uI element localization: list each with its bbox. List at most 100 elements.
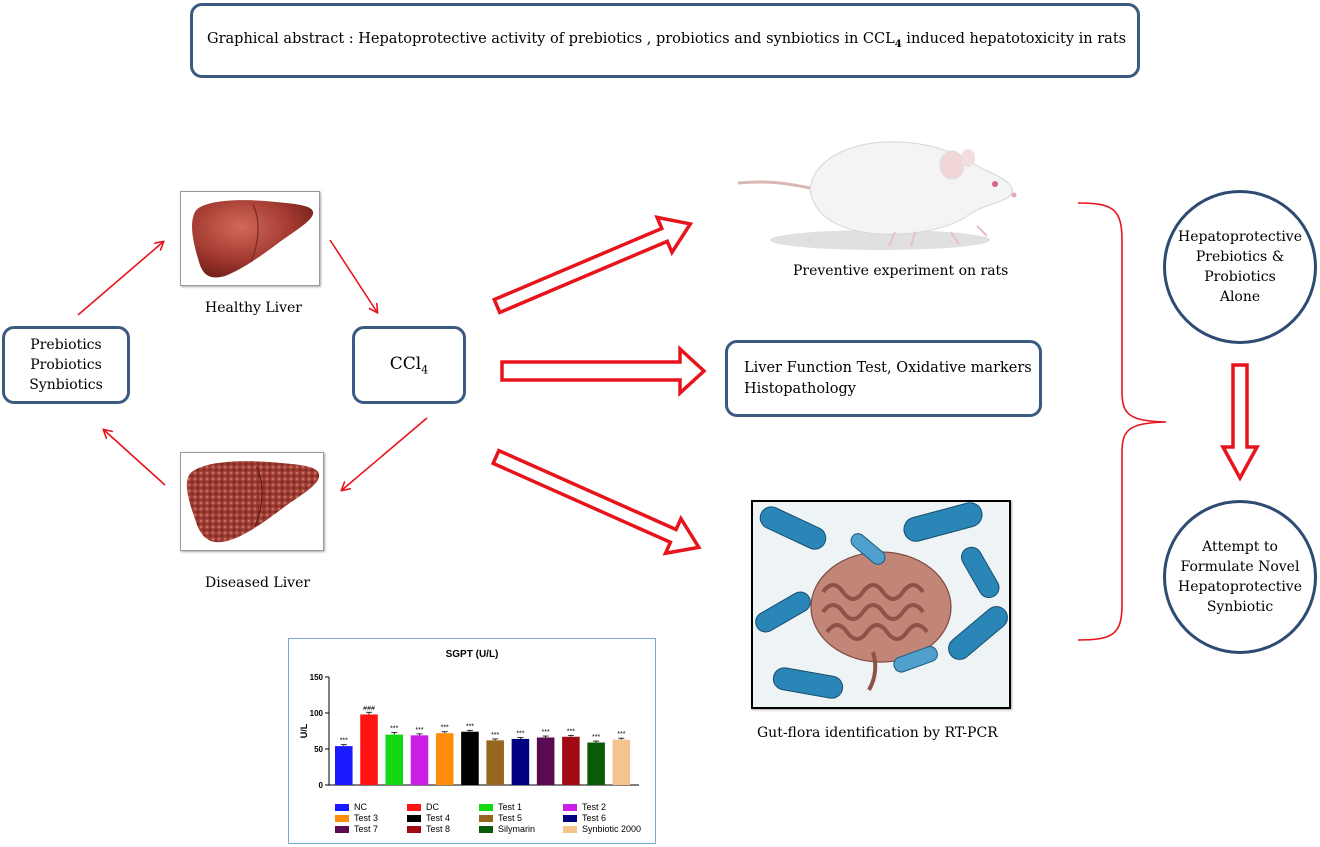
legend-label: Test 5 [498,813,523,823]
circle-hepatoprotective-alone: Hepatoprotective Prebiotics & Probiotics… [1163,190,1317,344]
legend-label: DC [426,802,439,812]
arrow-to-treatments [104,430,166,486]
healthy-liver-image [180,191,320,286]
legend-swatch [563,814,577,822]
ccl4-text: CCl4 [389,353,429,377]
legend-label: Synbiotic 2000 [582,824,642,834]
bar-test-1 [385,734,404,785]
circle-top-line-2: Prebiotics & [1195,249,1285,265]
y-axis-label: U/L [299,723,309,738]
circle-bottom-line-4: Synbiotic [1206,599,1274,615]
significance-label: *** [415,727,423,734]
preventive-label: Preventive experiment on rats [793,263,1009,279]
arrow-to-ccl4 [329,239,377,312]
lft-line-1: Liver Function Test, Oxidative markers [744,359,1032,376]
y-tick-label: 100 [310,709,324,718]
treatment-synbiotics: Synbiotics [29,377,103,393]
legend-swatch [407,803,421,811]
significance-label: ### [363,705,375,712]
healthy-liver-icon [192,200,314,278]
treatment-prebiotics: Prebiotics [30,337,102,353]
legend-item: Test 7 [335,824,378,834]
legend-item: Silymarin [479,824,535,834]
significance-label: *** [617,731,625,738]
circle-top-line-3: Probiotics [1204,269,1276,285]
legend-swatch [407,825,421,833]
legend-label: Test 4 [426,813,451,823]
legend-item: DC [407,802,439,812]
circle-bottom-line-2: Formulate Novel [1180,559,1300,575]
significance-label: *** [592,734,600,741]
arrow-to-diseased-liver [342,417,428,490]
treatments-box: Prebiotics Probiotics Synbiotics [2,326,130,404]
arrow-to-healthy-liver [77,242,163,316]
bar-test-3 [435,733,454,785]
legend-label: NC [354,802,367,812]
circle-top-line-1: Hepatoprotective [1178,229,1302,245]
ccl4-box: CCl4 [352,326,466,404]
legend-label: Silymarin [498,824,536,834]
healthy-liver-label: Healthy Liver [205,300,302,316]
legend-label: Test 2 [582,802,607,812]
significance-label: *** [466,723,474,730]
title-text: Graphical abstract : Hepatoprotective ac… [207,31,1127,50]
lft-line-2: Histopathology [744,380,856,397]
legend-swatch [563,803,577,811]
circle-novel-synbiotic: Attempt to Formulate Novel Hepatoprotect… [1163,500,1317,654]
legend-swatch [335,825,349,833]
block-arrow-preventive [491,215,694,315]
title-box: Graphical abstract : Hepatoprotective ac… [190,3,1140,78]
bar-nc [335,746,353,785]
legend-swatch [335,814,349,822]
legend-item: Test 8 [407,824,450,834]
curly-brace [1077,202,1167,641]
legend-label: Test 3 [354,813,379,823]
block-arrow-gut [490,448,702,556]
bar-dc [360,714,378,785]
significance-label: *** [542,729,550,736]
circle-bottom-line-3: Hepatoprotective [1178,579,1302,595]
bar-silymarin [587,742,605,785]
lft-box: Liver Function Test, Oxidative markers H… [725,340,1042,417]
y-tick-label: 0 [319,781,324,790]
circle-top-line-4: Alone [1219,289,1261,305]
bar-test-4 [461,731,479,785]
block-arrow-lft [500,345,707,397]
treatment-probiotics: Probiotics [30,357,102,373]
legend-swatch [479,803,493,811]
sgpt-bar-chart: 050100150U/L***###**********************… [299,673,639,790]
significance-label: *** [441,725,449,732]
legend-label: Test 1 [498,802,523,812]
significance-label: *** [491,732,499,739]
chart-title: SGPT (U/L) [445,649,499,660]
diseased-liver-icon [186,461,320,543]
bacteria-intestine-icon [753,502,1009,707]
legend-item: Test 6 [563,813,606,823]
diseased-liver-label: Diseased Liver [205,575,311,591]
legend-item: Test 5 [479,813,522,823]
legend-swatch [479,825,493,833]
legend-item: NC [335,802,367,812]
legend-label: Test 7 [354,824,379,834]
block-arrow-down [1220,363,1260,482]
gut-flora-label: Gut-flora identification by RT-PCR [757,725,998,741]
circle-bottom-line-1: Attempt to [1202,539,1278,555]
legend-swatch [479,814,493,822]
bar-synbiotic-2000 [612,739,631,785]
legend-item: Synbiotic 2000 [563,824,641,834]
legend-swatch [335,803,349,811]
legend-item: Test 2 [563,802,606,812]
legend-swatch [563,825,577,833]
bar-test-5 [486,740,504,785]
diseased-liver-image [180,452,324,551]
gut-flora-image [751,500,1011,709]
bar-test-2 [410,735,429,785]
legend-item: Test 4 [407,813,450,823]
bar-test-7 [536,737,555,785]
significance-label: *** [340,738,348,745]
legend-swatch [407,814,421,822]
legend-item: Test 3 [335,813,378,823]
bar-test-6 [511,738,530,785]
